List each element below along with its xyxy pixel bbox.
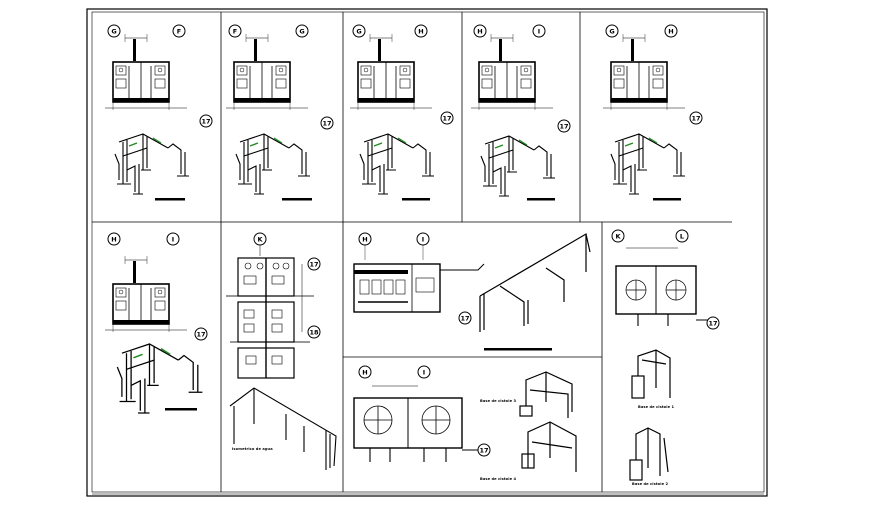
grid-bubble-left: H: [473, 24, 487, 38]
svg-text:H: H: [668, 28, 673, 36]
caption-bar: [165, 408, 197, 411]
panel-6: H I 17: [104, 232, 208, 414]
level-tag: 17: [477, 443, 491, 457]
svg-text:K: K: [257, 236, 263, 244]
base-caption-2: Base de cistole 2: [632, 482, 668, 486]
svg-text:G: G: [111, 28, 116, 36]
svg-text:H: H: [111, 236, 116, 244]
panel-5: G H 17: [602, 24, 703, 201]
isometric-riser: [479, 233, 591, 332]
level-tag-17: 17: [307, 257, 321, 271]
svg-text:17: 17: [479, 447, 488, 455]
panel-8: H I 17: [353, 232, 591, 351]
svg-text:G: G: [356, 28, 361, 36]
svg-text:I: I: [422, 236, 424, 244]
isometric-riser: [480, 135, 556, 197]
panel-4: H I 17: [470, 24, 571, 201]
level-tag-18: 18: [307, 325, 321, 339]
svg-text:F: F: [233, 28, 237, 36]
grid-bubble-left: G: [605, 24, 619, 38]
base-caption-3: Base de cistole 3: [480, 399, 516, 403]
svg-text:I: I: [538, 28, 540, 36]
caption-bar: [484, 348, 552, 351]
svg-text:17: 17: [196, 331, 205, 339]
svg-text:I: I: [423, 369, 425, 377]
svg-text:18: 18: [309, 329, 319, 337]
grid-bubble-left: H: [358, 365, 372, 379]
grid-bubble: K: [253, 232, 267, 246]
panel-2: F G 17: [225, 24, 334, 201]
base-detail-2: [629, 427, 669, 481]
grid-bubble-right: I: [532, 24, 546, 38]
isometric-riser: [114, 133, 190, 195]
caption-bar: [402, 198, 430, 201]
grid-bubble-right: I: [417, 365, 431, 379]
base-detail-3: [519, 371, 573, 418]
level-tag: 17: [689, 111, 703, 125]
svg-text:H: H: [362, 236, 367, 244]
panel-1: G F 17: [104, 24, 213, 201]
isometric-riser: [359, 133, 435, 195]
svg-text:17: 17: [691, 115, 700, 123]
panel-10: H I 17 Base de cistole 3 Base de cistole…: [353, 365, 577, 481]
svg-text:K: K: [615, 233, 621, 241]
base-detail-4: [521, 421, 577, 472]
panel-3: G H 17: [349, 24, 454, 201]
level-tag: 17: [440, 111, 454, 125]
level-tag: 17: [194, 327, 208, 341]
level-tag: 17: [706, 316, 720, 330]
svg-text:G: G: [299, 28, 304, 36]
svg-text:G: G: [609, 28, 614, 36]
base-caption-4: Base de cistole 4: [480, 477, 516, 481]
caption-bar: [653, 198, 681, 201]
panel-9: K L 17 Base de cistole 1 Base de cistole…: [611, 229, 720, 486]
caption-bar: [282, 198, 312, 201]
grid-bubble-right: L: [675, 229, 689, 243]
caption-bar: [155, 198, 185, 201]
grid-bubble-right: I: [166, 232, 180, 246]
svg-text:17: 17: [460, 315, 469, 323]
iso-caption: Isometrico de agua: [232, 447, 273, 451]
isometric-riser: [116, 343, 204, 414]
svg-text:17: 17: [201, 118, 210, 126]
level-tag: 17: [199, 114, 213, 128]
grid-bubble-left: G: [352, 24, 366, 38]
level-tag: 17: [458, 311, 472, 325]
svg-text:L: L: [680, 233, 684, 241]
svg-text:17: 17: [309, 261, 318, 269]
svg-text:I: I: [172, 236, 174, 244]
grid-bubble-right: I: [416, 232, 430, 246]
isometric-riser: [235, 133, 311, 195]
grid-bubble-left: H: [358, 232, 372, 246]
grid-bubble-right: H: [414, 24, 428, 38]
svg-text:17: 17: [708, 320, 717, 328]
grid-bubble-left: F: [228, 24, 242, 38]
base-detail-1: [631, 349, 671, 399]
grid-bubble-left: G: [107, 24, 121, 38]
grid-bubble-left: H: [107, 232, 121, 246]
svg-text:F: F: [177, 28, 181, 36]
caption-bar: [527, 198, 555, 201]
level-tag: 17: [320, 116, 334, 130]
svg-text:H: H: [362, 369, 367, 377]
svg-text:17: 17: [442, 115, 451, 123]
svg-text:H: H: [418, 28, 423, 36]
panel-7: K 17 18 Isometrico de agua: [226, 232, 337, 470]
grid-bubble-left: K: [611, 229, 625, 243]
level-tag: 17: [557, 119, 571, 133]
isometric-riser: [229, 387, 337, 470]
grid-bubble-right: F: [172, 24, 186, 38]
svg-text:17: 17: [559, 123, 568, 131]
grid-bubble-right: H: [664, 24, 678, 38]
isometric-riser: [610, 133, 686, 195]
base-caption-1: Base de cistole 1: [638, 405, 674, 409]
svg-text:17: 17: [322, 120, 331, 128]
grid-bubble-right: G: [295, 24, 309, 38]
svg-text:H: H: [477, 28, 482, 36]
